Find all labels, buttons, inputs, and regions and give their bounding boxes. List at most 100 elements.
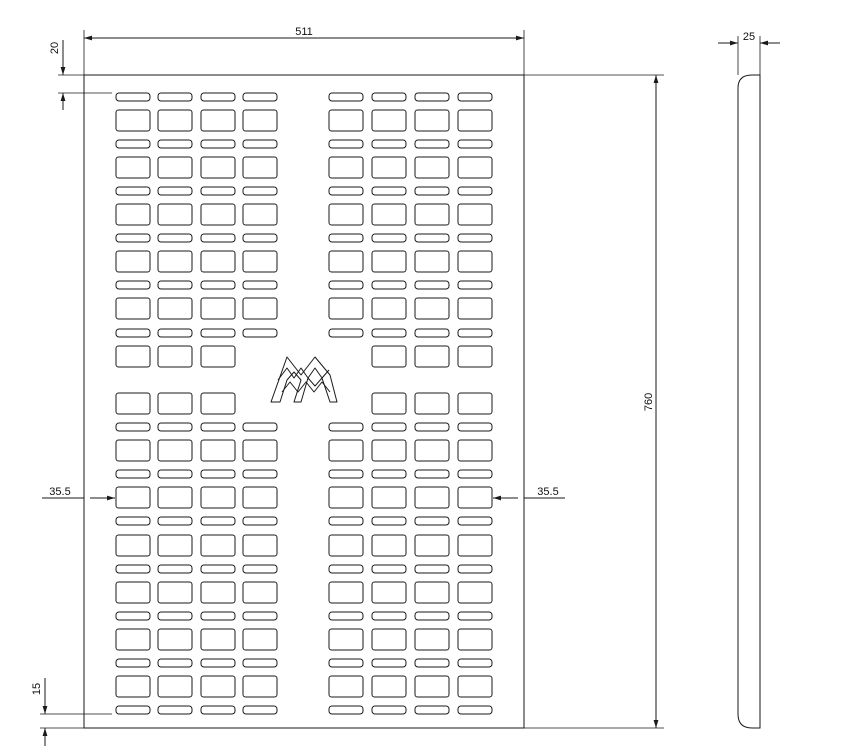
slot-thin	[414, 469, 450, 479]
slot-thin	[414, 705, 450, 715]
slot-large	[414, 392, 450, 415]
slot-thin	[115, 469, 151, 479]
dimension-right-margin: 35.5	[493, 486, 565, 501]
slot-thin	[371, 658, 407, 668]
slot-large	[414, 439, 450, 462]
slot-large	[371, 628, 407, 651]
slot-thin	[457, 280, 493, 290]
slot-large	[200, 109, 236, 132]
slot-large	[414, 250, 450, 273]
slot-large	[371, 534, 407, 557]
slot-large	[457, 297, 493, 320]
slot-thin	[371, 564, 407, 574]
slot-large	[328, 297, 364, 320]
slot-thin	[157, 611, 193, 621]
slot-large	[457, 109, 493, 132]
slot-thin	[414, 280, 450, 290]
slot-large	[157, 345, 193, 368]
dimension-left-margin-label: 35.5	[49, 486, 70, 498]
slot-large	[371, 203, 407, 226]
slot-thin	[414, 139, 450, 149]
slot-large	[414, 345, 450, 368]
dimension-thickness: 25	[718, 31, 780, 75]
slot-large	[414, 628, 450, 651]
dimension-width: 511	[83, 26, 525, 75]
slot-large	[157, 156, 193, 179]
slot-thin	[242, 611, 278, 621]
dimension-height: 760	[524, 74, 664, 729]
slot-large	[115, 203, 151, 226]
slot-thin	[371, 186, 407, 196]
slot-thin	[371, 516, 407, 526]
slot-thin	[457, 564, 493, 574]
plate-outline	[83, 74, 525, 729]
slot-large	[457, 581, 493, 604]
slot-large	[371, 156, 407, 179]
slot-thin	[414, 92, 450, 102]
slot-thin	[371, 705, 407, 715]
slot-large	[115, 109, 151, 132]
dimension-height-label: 760	[643, 393, 655, 411]
slot-large	[115, 439, 151, 462]
slot-large	[157, 250, 193, 273]
slot-large	[328, 156, 364, 179]
slot-large	[157, 534, 193, 557]
slot-thin	[242, 422, 278, 432]
slot-large	[457, 486, 493, 509]
slot-large	[328, 534, 364, 557]
slot-thin	[414, 422, 450, 432]
slot-large	[242, 581, 278, 604]
slot-thin	[242, 564, 278, 574]
slot-thin	[115, 422, 151, 432]
slot-large	[157, 439, 193, 462]
slot-thin	[414, 611, 450, 621]
slot-thin	[328, 233, 364, 243]
slot-thin	[242, 280, 278, 290]
mountain-logo-icon	[270, 356, 338, 403]
slot-thin	[157, 469, 193, 479]
slot-thin	[200, 422, 236, 432]
slot-thin	[242, 469, 278, 479]
slot-thin	[115, 233, 151, 243]
slot-large	[242, 534, 278, 557]
slot-thin	[242, 705, 278, 715]
slot-large	[115, 581, 151, 604]
slot-thin	[115, 139, 151, 149]
slot-thin	[457, 705, 493, 715]
slot-large	[200, 675, 236, 698]
slot-thin	[328, 139, 364, 149]
slot-large	[457, 345, 493, 368]
slot-large	[414, 203, 450, 226]
slot-large	[200, 203, 236, 226]
slot-large	[115, 486, 151, 509]
dimension-right-margin-label: 35.5	[537, 486, 558, 498]
slot-large	[200, 439, 236, 462]
slot-thin	[371, 422, 407, 432]
slot-thin	[371, 611, 407, 621]
slot-thin	[457, 658, 493, 668]
slot-large	[200, 581, 236, 604]
slot-large	[242, 297, 278, 320]
slot-grid	[115, 92, 493, 715]
slot-thin	[200, 139, 236, 149]
slot-large	[242, 250, 278, 273]
slot-large	[371, 392, 407, 415]
slot-thin	[457, 469, 493, 479]
slot-thin	[457, 328, 493, 338]
slot-large	[157, 392, 193, 415]
slot-large	[115, 675, 151, 698]
slot-thin	[157, 658, 193, 668]
slot-large	[414, 486, 450, 509]
slot-thin	[371, 280, 407, 290]
slot-large	[242, 675, 278, 698]
slot-large	[371, 581, 407, 604]
dimension-left-margin: 35.5	[42, 486, 115, 501]
slot-thin	[328, 186, 364, 196]
slot-large	[457, 392, 493, 415]
dimension-top-margin: 20	[49, 40, 112, 110]
slot-large	[200, 486, 236, 509]
slot-large	[414, 156, 450, 179]
slot-thin	[200, 328, 236, 338]
slot-thin	[457, 422, 493, 432]
slot-large	[414, 297, 450, 320]
